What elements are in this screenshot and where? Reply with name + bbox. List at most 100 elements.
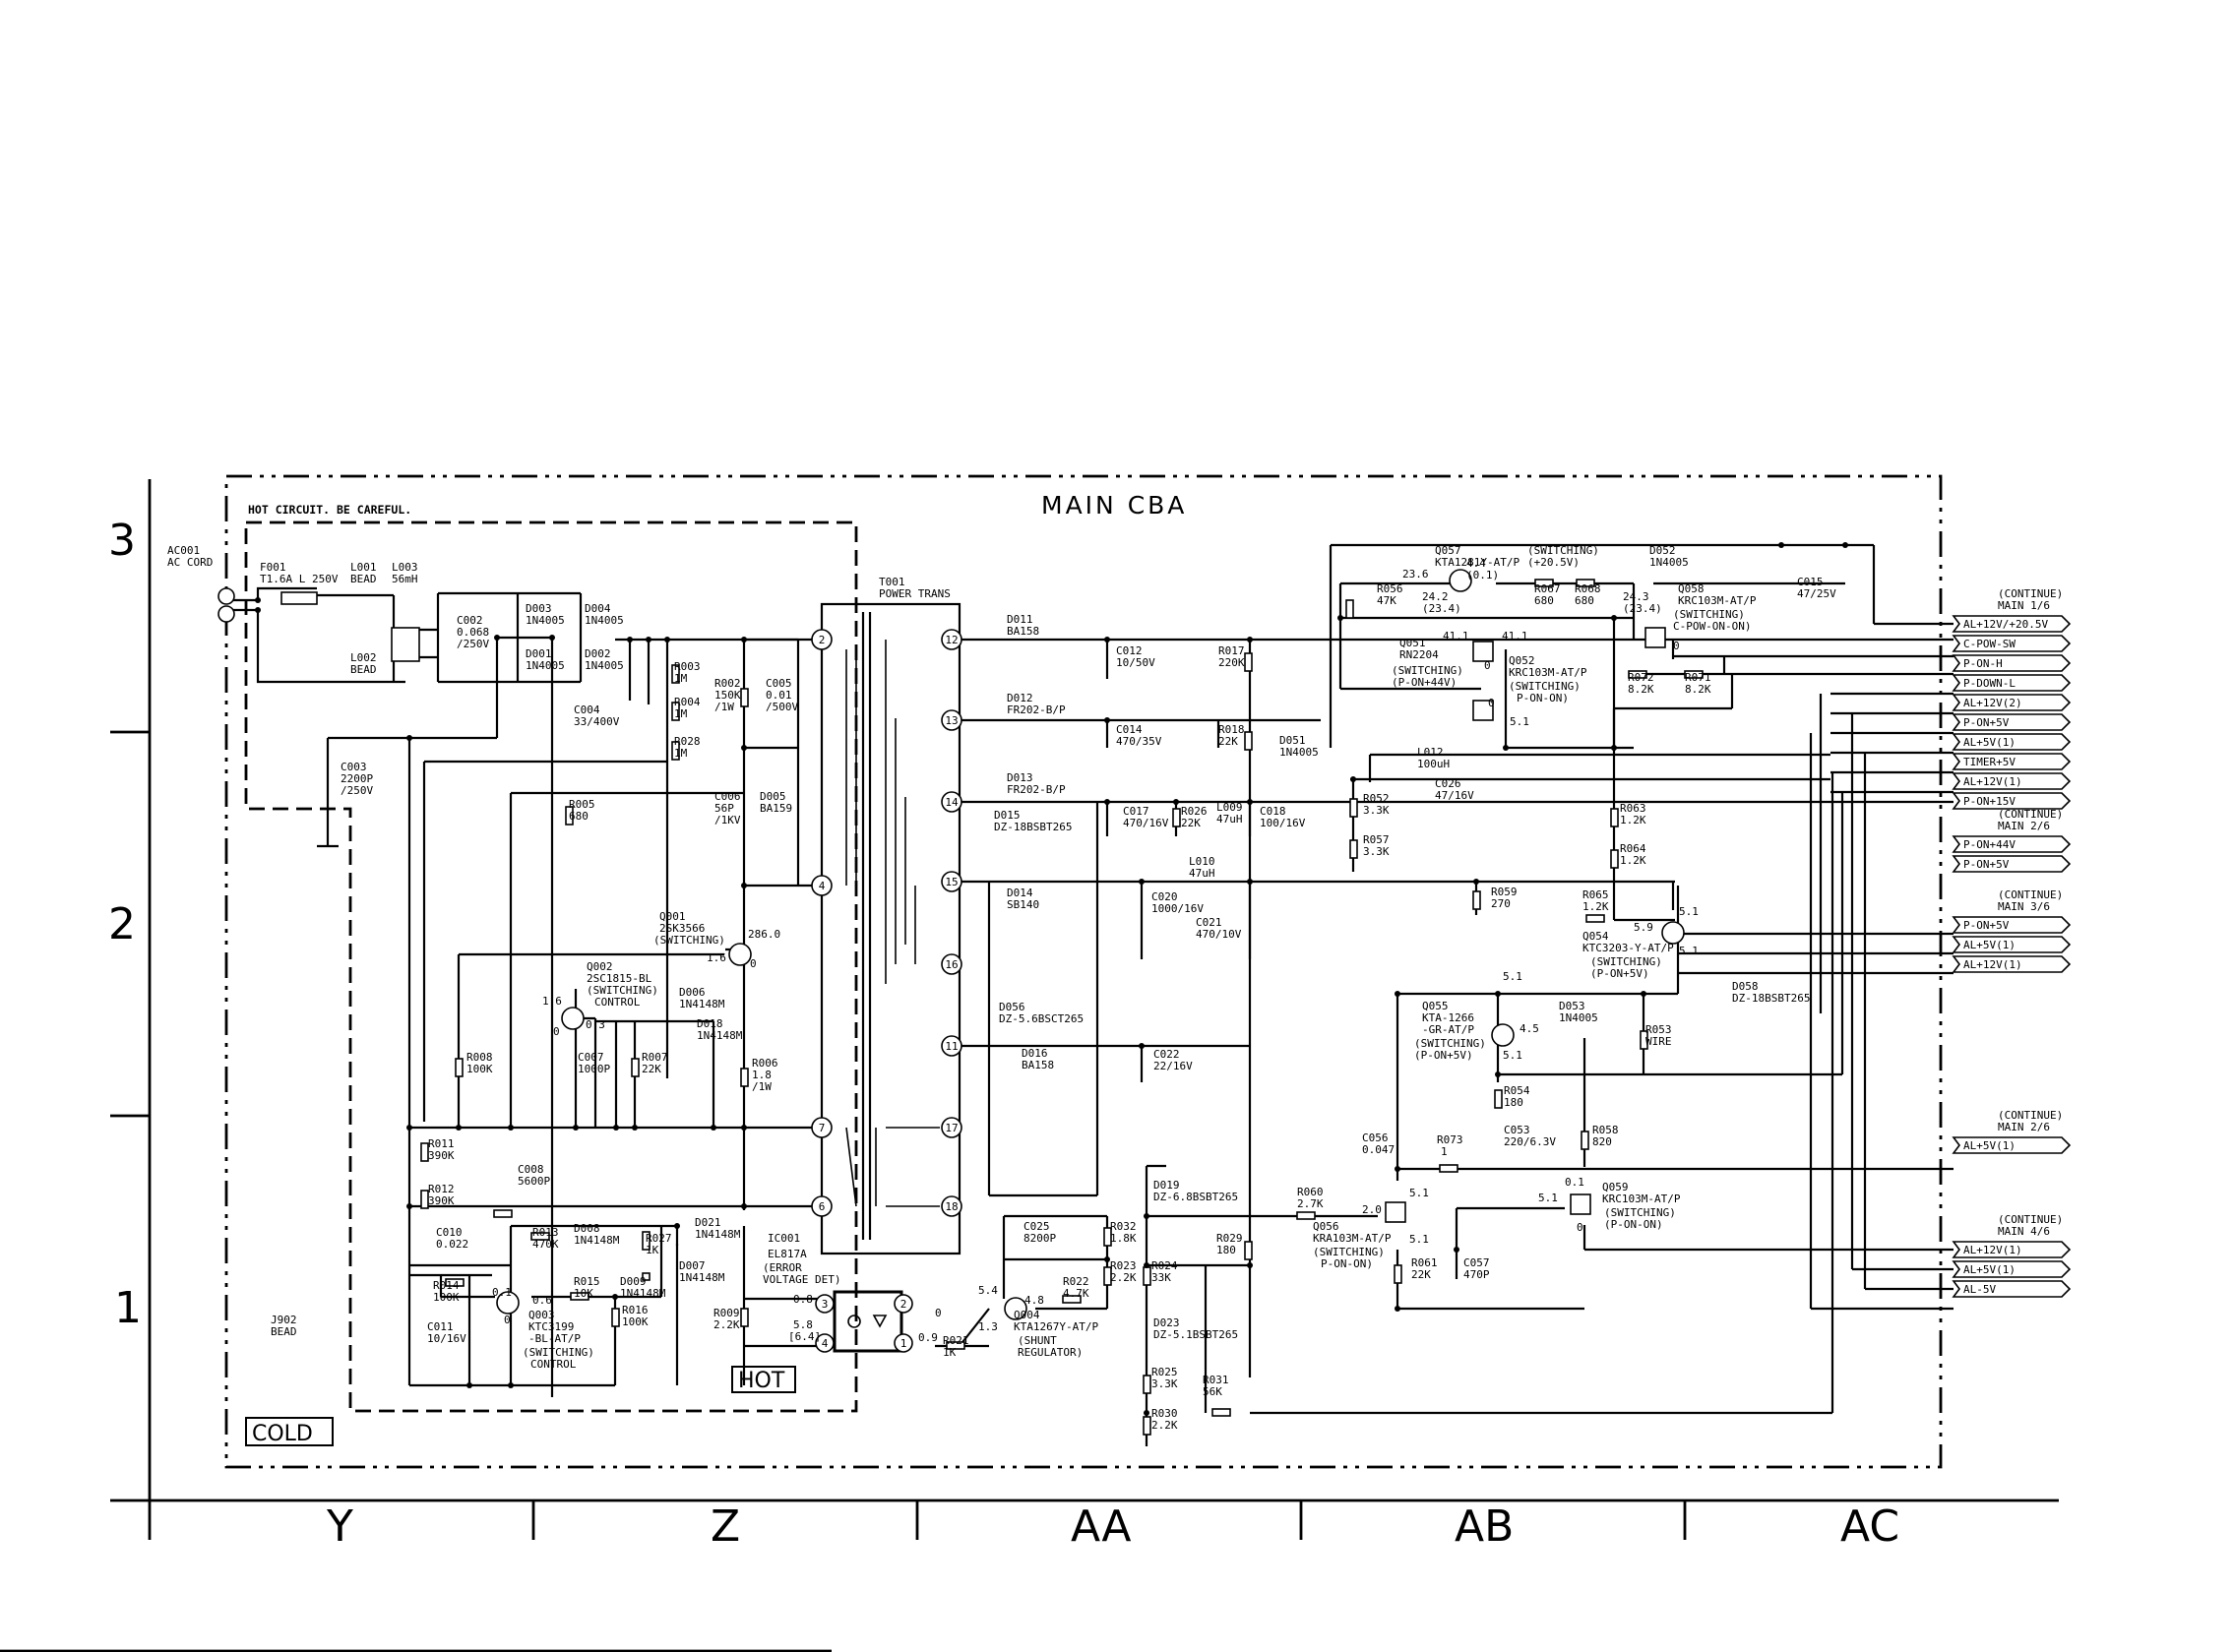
component-label: 100K <box>466 1063 493 1075</box>
voltage-label: 0 <box>1484 659 1491 672</box>
component-label: EL817A <box>768 1248 807 1260</box>
component-label: Q055 <box>1422 1000 1449 1012</box>
component-label: R060 <box>1297 1186 1324 1198</box>
component-label: (SWITCHING) <box>1392 664 1463 677</box>
connector-note: (CONTINUE) <box>1998 888 2063 901</box>
component-label: R008 <box>466 1051 493 1064</box>
component-label: Q051 <box>1399 637 1426 649</box>
connector-signal-label: C-POW-SW <box>1963 638 2016 650</box>
component-label: 1K <box>646 1244 659 1256</box>
connector-note: (CONTINUE) <box>1998 1213 2063 1226</box>
component-label: /250V <box>341 784 373 797</box>
component-label: D058 <box>1732 980 1759 993</box>
component-label: R026 <box>1181 805 1208 818</box>
hot-warning: HOT CIRCUIT. BE CAREFUL. <box>248 503 411 517</box>
component-label: R007 <box>642 1051 668 1064</box>
pin-number: 16 <box>945 958 958 971</box>
voltage-label: 4.8 <box>1024 1294 1044 1307</box>
component-label: R012 <box>428 1183 455 1195</box>
pin-number: 13 <box>945 714 958 727</box>
component-label: R068 <box>1575 582 1601 595</box>
component-label: D001 <box>526 647 552 660</box>
component-label: C012 <box>1116 644 1143 657</box>
component-label: 10/16V <box>427 1332 466 1345</box>
component-label: C025 <box>1023 1220 1050 1233</box>
component-label: D011 <box>1007 613 1033 626</box>
component-label: 1N4148M <box>679 998 725 1010</box>
transformer-t001 <box>820 602 961 1255</box>
component-label: L010 <box>1189 855 1215 868</box>
pin-number: 7 <box>819 1122 826 1134</box>
component-label: R009 <box>713 1307 740 1319</box>
component-label: 1.8 <box>752 1069 772 1081</box>
component-label: R067 <box>1534 582 1561 595</box>
component-label: R027 <box>646 1232 672 1245</box>
component-label: P-ON-ON) <box>1517 692 1569 704</box>
component-label: 22K <box>1411 1268 1431 1281</box>
component-label: 22K <box>1218 735 1238 748</box>
voltage-label: [6.4] <box>788 1330 821 1343</box>
component-label: 2200P <box>341 772 373 785</box>
component-label: D021 <box>695 1216 721 1229</box>
component-label: R029 <box>1216 1232 1243 1245</box>
component-label: C006 <box>714 790 741 803</box>
component-label: 1000/16V <box>1151 902 1204 915</box>
pin-number: 15 <box>945 876 958 888</box>
component-label: KRA103M-AT/P <box>1313 1232 1392 1245</box>
component-label: C017 <box>1123 805 1149 818</box>
component-label: R063 <box>1620 802 1646 815</box>
voltage-label: (0.1) <box>1466 569 1499 581</box>
hot-label-box <box>731 1366 796 1393</box>
component-label: 56mH <box>392 573 418 585</box>
col-label-aa: AA <box>1071 1501 1131 1552</box>
component-label: 22/16V <box>1153 1060 1193 1072</box>
voltage-label: 0.1 <box>1565 1176 1584 1189</box>
component-label: (SWITCHING) <box>1527 544 1599 557</box>
col-label-ab: AB <box>1455 1501 1514 1552</box>
voltage-label: 0 <box>1488 697 1495 709</box>
connector-note: (CONTINUE) <box>1998 587 2063 600</box>
component-label: 100K <box>622 1315 649 1328</box>
voltage-label: 0.6 <box>532 1294 552 1307</box>
component-label: R022 <box>1063 1275 1089 1288</box>
component-label: CONTROL <box>594 996 641 1009</box>
component-label: C057 <box>1463 1256 1490 1269</box>
component-label: 1.2K <box>1620 854 1646 867</box>
component-label: C011 <box>427 1320 454 1333</box>
connector-0-1: C-POW-SW <box>1952 635 2072 652</box>
component-label: C008 <box>518 1163 544 1176</box>
connector-1-0: P-ON+44V <box>1952 835 2072 853</box>
component-label: C056 <box>1362 1132 1389 1144</box>
connector-0-6: AL+5V(1) <box>1952 733 2072 751</box>
component-label: 47uH <box>1216 813 1243 826</box>
component-label: AC CORD <box>167 556 213 569</box>
component-label: 680 <box>569 810 589 823</box>
component-label: 8.2K <box>1685 683 1711 696</box>
component-label: 100uH <box>1417 758 1450 770</box>
voltage-label: 41.1 <box>1443 630 1469 642</box>
component-label: P-ON-ON) <box>1321 1257 1373 1270</box>
pin-number: 14 <box>945 796 959 809</box>
component-label: DZ-18BSBT265 <box>994 821 1072 833</box>
component-label: (SWITCHING) <box>523 1346 594 1359</box>
voltage-label: 5.8 <box>793 1318 813 1331</box>
component-label: 1M <box>674 672 688 685</box>
component-label: D007 <box>679 1259 706 1272</box>
component-label: 470K <box>532 1238 559 1251</box>
component-label: (P-ON-ON) <box>1604 1218 1663 1231</box>
voltage-label: 41.1 <box>1502 630 1528 642</box>
connector-signal-label: AL+12V(2) <box>1963 697 2022 709</box>
component-label: 2.2K <box>713 1318 740 1331</box>
component-label: R021 <box>943 1334 969 1347</box>
component-label: /1KV <box>714 814 741 826</box>
component-label: R072 <box>1628 671 1654 684</box>
component-label: FR202-B/P <box>1007 704 1066 716</box>
component-label: -GR-AT/P <box>1422 1023 1474 1036</box>
component-label: R013 <box>532 1226 559 1239</box>
voltage-label: 5.1 <box>1679 945 1699 957</box>
voltage-label: (23.4) <box>1422 602 1461 615</box>
component-label: 180 <box>1504 1096 1523 1109</box>
component-label: 1N4148M <box>679 1271 725 1284</box>
